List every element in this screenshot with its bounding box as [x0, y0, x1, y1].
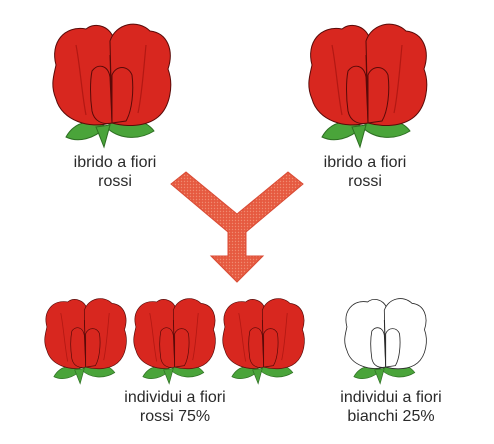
- offspring-white-caption-line1: individui a fiori: [340, 389, 442, 406]
- center-vein: [109, 54, 113, 124]
- leaf-center: [374, 368, 385, 385]
- center-vein: [383, 319, 387, 368]
- petal-shade-right: [393, 44, 403, 114]
- parent-flower-left: [52, 23, 172, 149]
- leaf-center: [95, 124, 111, 149]
- petal-shade-left: [75, 44, 87, 116]
- keel-right: [367, 67, 390, 124]
- offspring-red-caption-line2: rossi 75%: [139, 408, 211, 425]
- cross-arrow-shape: [170, 171, 304, 283]
- parent-left-caption-line2: rossi: [98, 173, 132, 190]
- offspring-red-flower-1: [44, 298, 127, 385]
- center-vein: [83, 319, 87, 368]
- offspring-red-flower-2: [133, 298, 216, 385]
- leaf-center: [163, 368, 174, 385]
- keel-left: [248, 327, 265, 368]
- keel-left: [90, 65, 113, 124]
- leaf-center: [351, 124, 367, 149]
- offspring-white-caption-line2: bianchi 25%: [347, 408, 435, 425]
- keel-right: [385, 328, 401, 368]
- keel-right: [111, 67, 134, 124]
- parent-flower-right: [308, 23, 428, 149]
- keel-left: [370, 327, 387, 368]
- keel-right: [85, 328, 101, 368]
- parent-right-caption-line2: rossi: [348, 173, 382, 190]
- center-vein: [261, 319, 265, 368]
- petal-shade-right: [103, 312, 110, 361]
- center-vein: [365, 54, 369, 124]
- petal-shade-left: [149, 312, 158, 362]
- petal-shade-right: [281, 312, 288, 361]
- keel-right: [263, 328, 279, 368]
- keel-right: [174, 328, 190, 368]
- leaf-center: [74, 368, 85, 385]
- petal-shade-left: [331, 44, 343, 116]
- keel-left: [70, 327, 87, 368]
- parent-right-caption: ibrido a fiori rossi: [290, 153, 440, 191]
- parent-left-caption-line1: ibrido a fiori: [73, 154, 157, 171]
- keel-left: [159, 327, 176, 368]
- petal-shade-right: [137, 44, 147, 114]
- parent-right-caption-line1: ibrido a fiori: [323, 154, 407, 171]
- leaf-center: [252, 368, 263, 385]
- petal-shade-left: [60, 312, 69, 362]
- petal-shade-right: [192, 312, 199, 361]
- offspring-white-flower: [344, 298, 427, 385]
- keel-left: [346, 65, 369, 124]
- petal-shade-left: [238, 312, 247, 362]
- offspring-red-caption-line1: individui a fiori: [124, 389, 226, 406]
- parent-left-caption: ibrido a fiori rossi: [40, 153, 190, 191]
- offspring-red-flower-3: [222, 298, 305, 385]
- offspring-white-caption: individui a fiori bianchi 25%: [316, 388, 466, 426]
- offspring-red-caption: individui a fiori rossi 75%: [100, 388, 250, 426]
- center-vein: [172, 319, 176, 368]
